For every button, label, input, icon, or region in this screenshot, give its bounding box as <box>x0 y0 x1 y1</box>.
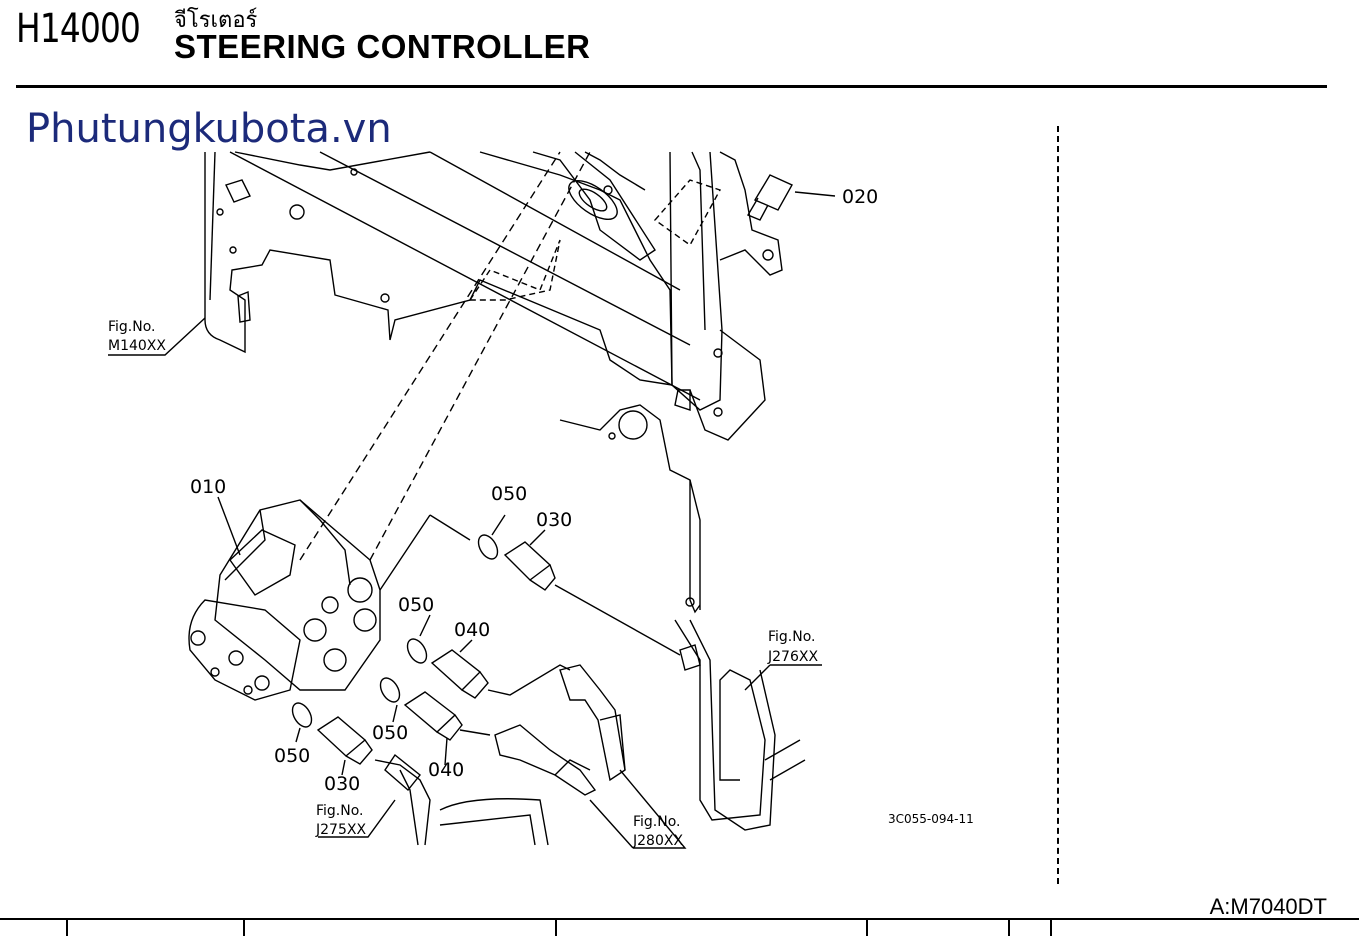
label-050-left: 050 <box>274 745 310 767</box>
label-050-lower: 050 <box>372 722 408 744</box>
part-group-code: H14000 <box>16 6 141 52</box>
label-030-upper: 030 <box>536 509 572 531</box>
label-040-upper: 040 <box>454 619 490 641</box>
fig-j280-label: Fig.No. <box>633 814 681 830</box>
steering-controller-body <box>214 499 381 691</box>
table-col-divider <box>866 920 868 936</box>
thai-title: จีโรเตอร์ <box>174 8 258 33</box>
watermark: Phutungkubota.vn <box>26 106 392 152</box>
label-050-upper: 050 <box>491 483 527 505</box>
header-rule <box>16 85 1327 88</box>
fig-j275-label: Fig.No. <box>316 803 364 819</box>
dashed-divider <box>1057 126 1059 884</box>
parts-table-header <box>0 918 1359 936</box>
fig-j276-label: Fig.No. <box>768 629 816 645</box>
label-020: 020 <box>842 186 878 208</box>
fig-j276-code: J276XX <box>767 649 818 665</box>
drawing-reference: A:M7040DT <box>1209 894 1327 919</box>
label-050-middle: 050 <box>398 594 434 616</box>
label-010: 010 <box>190 476 226 498</box>
table-col-divider <box>1008 920 1010 936</box>
table-col-divider <box>555 920 557 936</box>
table-col-divider <box>243 920 245 936</box>
fig-m140-code: M140XX <box>108 338 166 354</box>
frame-plate-outline <box>204 151 673 386</box>
label-040-lower: 040 <box>428 759 464 781</box>
fig-m140-label: Fig.No. <box>108 319 156 335</box>
table-col-divider <box>66 920 68 936</box>
table-col-divider <box>1050 920 1052 936</box>
fig-j275-code: J275XX <box>315 822 366 838</box>
label-030-lower: 030 <box>324 773 360 795</box>
page-title: STEERING CONTROLLER <box>174 28 591 65</box>
drawing-code: 3C055-094-11 <box>888 812 974 826</box>
fig-j280-code: J280XX <box>632 833 683 849</box>
